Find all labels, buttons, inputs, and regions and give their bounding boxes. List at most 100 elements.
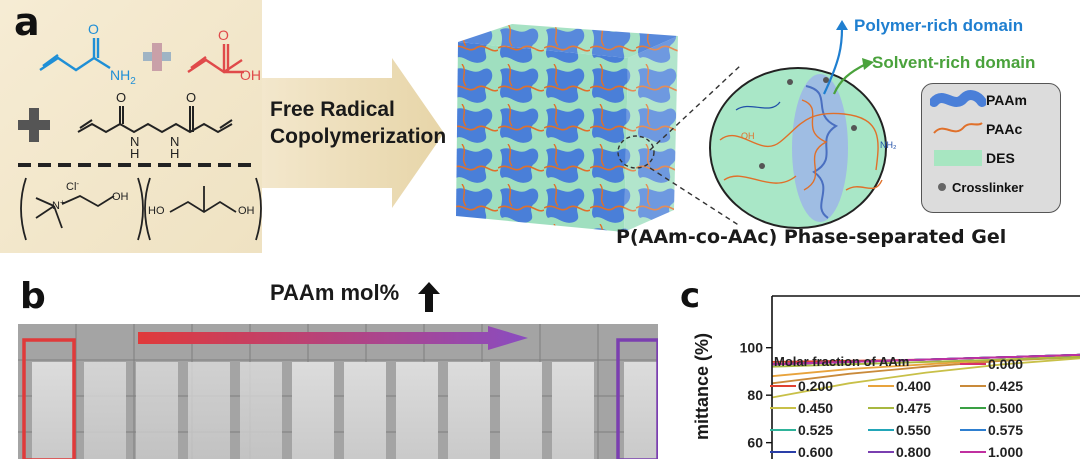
chart-legend-item: 0.600 [770,444,833,460]
photo-overlay [22,326,658,459]
gel-strip [32,362,74,459]
legend-item-des: DES [930,146,1056,170]
gel-strip [500,362,542,459]
mba-n-right: N [170,134,179,149]
up-arrow-icon [418,282,440,312]
gel-strip [448,362,490,459]
panel-label-c: c [680,276,701,316]
acrylic-oh-label: OH [240,67,261,83]
chart-legend-label: 0.500 [988,400,1024,416]
inset-oh-label: OH [741,131,755,141]
chart-legend-swatch [868,385,894,387]
y-tick-label: 80 [747,387,763,403]
chart-legend-item: 0.475 [868,400,931,416]
chart-legend-label: 0.475 [896,400,932,416]
legend-box: PAAm PAAc DES Crosslinker [921,83,1061,213]
chart-legend-label: 0.575 [988,422,1024,438]
paam-swatch [930,90,986,107]
legend-label-des: DES [986,150,1015,166]
monomer-structures: O NH2 O OH O O N H N H [18,21,262,241]
chart-legend-swatch [770,451,796,453]
chart-legend-label: 0.000 [988,356,1024,372]
chart-legend-swatch [868,407,894,409]
left-highlight-box [22,338,76,459]
chart-legend-swatch [960,363,986,365]
ammonium-label: N+ [52,198,65,212]
series-line-0.475 [771,356,1080,368]
mba-o-left: O [116,90,126,105]
crosslinker-swatch [938,183,946,191]
reaction-label: Free Radical Copolymerization [270,96,446,150]
chart-legend-item: 0.200 [770,378,833,394]
chart-legend-item: 0.800 [868,444,931,460]
gel-strips-photo [18,324,658,459]
reaction-label-line2: Copolymerization [270,125,447,148]
gel-strip [396,362,438,459]
paac-swatch [933,122,983,134]
legend-label-paam: PAAm [986,92,1027,108]
des-swatch [934,150,982,166]
acrylic-acid-structure [187,44,244,74]
chart-legend-swatch [770,429,796,431]
photo-title: PAAm mol% [270,280,400,305]
chart-legend-label: 1.000 [988,444,1024,460]
gel-strip [344,362,386,459]
mba-n-left: N [130,134,139,149]
chart-legend-item: 0.550 [868,422,931,438]
domain-pointer-arrows [823,20,874,95]
right-highlight-box [616,338,658,459]
chloride-label: Cl- [66,179,79,193]
acrylamide-structure [39,38,111,72]
reaction-label-line1: Free Radical [270,98,395,121]
plus-sign-grey [18,108,50,142]
mba-o-right: O [186,90,196,105]
chart-legend-label: 0.800 [896,444,932,460]
gel-cube-illustration [456,24,678,232]
choline-oh-label: OH [112,191,129,203]
polymer-rich-domain-label: Polymer-rich domain [854,16,1024,35]
chart-legend-swatch [960,429,986,431]
legend-item-crosslinker: Crosslinker [930,175,1056,199]
chart-canvas: 60 80 100 [740,295,1080,459]
chart-legend-swatch [960,407,986,409]
chart-legend-label: 0.200 [798,378,834,394]
gel-strip [240,362,282,459]
reaction-arrow [262,58,444,208]
choline-chloride-structure [20,177,144,241]
legend-item-paac: PAAc [930,117,1056,141]
acrylic-o-label: O [218,27,229,43]
acrylamide-nh2-label: NH2 [110,67,136,87]
series-line-1.000 [771,353,1080,366]
acrylamide-o-label: O [88,21,99,37]
legend-label-paac: PAAc [986,121,1023,137]
chart-legend-swatch [960,451,986,453]
chart-legend-item: 0.500 [960,400,1023,416]
y-tick-label: 60 [747,435,763,451]
mol-percent-gradient-arrow [138,326,528,350]
y-tick-label: 100 [740,340,764,356]
chart-legend-item: 0.525 [770,422,833,438]
gel-strip [292,362,334,459]
chart-legend-item: 0.450 [770,400,833,416]
gel-strip [136,362,178,459]
gel-strip [552,362,594,459]
chart-legend-swatch [770,407,796,409]
chart-legend-item: 0.000 [960,356,1023,372]
chart-legend-swatch [868,451,894,453]
mba-h-right: H [170,146,179,161]
chart-legend-label: 0.425 [988,378,1024,394]
inset-nh2-label: NH₂ [880,140,897,150]
chart-legend-swatch [770,385,796,387]
panel-label-a: a [14,0,40,44]
chart-legend-swatch [960,385,986,387]
chart-legend-swatch [868,429,894,431]
plus-sign-blended [143,43,171,71]
legend-item-paam: PAAm [930,88,1056,112]
y-axis-label: mittance (%) [692,332,712,440]
gel-strip [624,362,658,459]
gel-strip [84,362,126,459]
panel-label-b: b [20,276,46,317]
chart-legend-label: 0.525 [798,422,834,438]
